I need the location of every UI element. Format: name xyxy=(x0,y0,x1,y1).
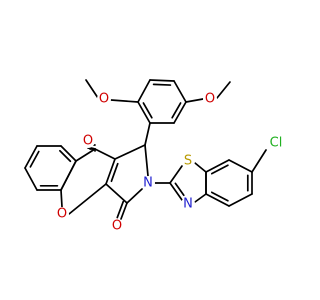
bond-line xyxy=(110,99,139,103)
bond-line xyxy=(251,149,267,173)
bond-line xyxy=(60,145,77,162)
atom-o-methoxy-left: O xyxy=(97,92,111,107)
atom-o-carbonyl-top: O xyxy=(81,134,95,149)
bond-line xyxy=(144,122,151,146)
bond-line xyxy=(120,202,128,220)
atom-o-methoxy-right-label: O xyxy=(205,92,215,107)
molecule-structure-diagram: O O O O O N N xyxy=(24,79,286,234)
atom-o-methoxy-right: O xyxy=(203,92,217,107)
bond-line xyxy=(137,101,151,124)
atom-n-thiazole-label: N xyxy=(183,197,193,212)
bond-line xyxy=(228,159,253,173)
molecule-canvas: O O O O O N N xyxy=(24,79,286,234)
bond-line xyxy=(210,164,229,175)
bond-layer xyxy=(24,79,267,220)
atom-n-pyrrole: N xyxy=(141,176,155,191)
bond-line xyxy=(173,101,187,124)
bond-line xyxy=(169,165,183,184)
atom-o-carbonyl-bottom: O xyxy=(110,219,124,234)
atom-cl-substituent: Cl xyxy=(266,133,286,153)
bond-line xyxy=(173,80,187,103)
atom-n-thiazole: N xyxy=(181,197,195,212)
atom-o-methoxy-left-label: O xyxy=(99,92,109,107)
bond-line xyxy=(114,144,146,160)
bond-line xyxy=(142,102,153,119)
bond-line xyxy=(185,98,204,103)
bond-line xyxy=(29,150,40,168)
bond-line xyxy=(126,188,143,204)
atom-s-thiazole-label: S xyxy=(184,154,192,169)
bond-line xyxy=(210,191,229,202)
bond-line xyxy=(205,159,230,173)
bond-line xyxy=(194,193,207,203)
bond-line xyxy=(205,193,230,207)
bond-line xyxy=(216,81,231,99)
bond-line xyxy=(60,189,63,208)
bond-line xyxy=(149,79,175,82)
atom-o-chromene-ring-label: O xyxy=(57,207,67,222)
bond-line xyxy=(228,193,253,207)
bond-line xyxy=(137,79,151,103)
bond-line xyxy=(116,200,125,219)
bond-line xyxy=(194,162,207,173)
bond-line xyxy=(105,158,116,185)
bond-line xyxy=(75,148,96,162)
bond-line xyxy=(24,167,38,191)
atom-label-layer: O O O O O N N xyxy=(55,92,286,234)
atom-s-thiazole: S xyxy=(181,154,195,169)
bond-line xyxy=(85,79,99,99)
bond-line xyxy=(94,148,116,160)
bond-line xyxy=(24,145,38,169)
bond-line xyxy=(152,83,172,86)
bond-line xyxy=(169,182,183,201)
atom-n-pyrrole-label: N xyxy=(143,176,153,191)
bond-line xyxy=(174,182,185,197)
atom-o-carbonyl-top-label: O xyxy=(83,134,93,149)
atom-o-chromene-ring: O xyxy=(55,207,69,222)
bond-line xyxy=(105,183,128,204)
bond-line xyxy=(171,102,182,119)
bond-line xyxy=(68,183,107,215)
atom-cl-substituent-label: Cl xyxy=(270,136,283,151)
bond-line xyxy=(60,160,77,191)
atom-o-carbonyl-bottom-label: O xyxy=(112,219,122,234)
bond-line xyxy=(144,144,149,177)
bond-line xyxy=(110,162,119,183)
bond-line xyxy=(59,149,72,163)
